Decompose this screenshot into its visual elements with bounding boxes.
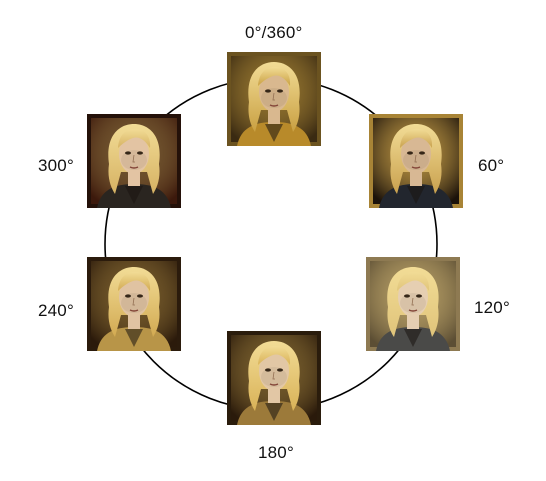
label-180-degrees: 180° (258, 443, 294, 462)
portrait-180-degrees (227, 331, 321, 425)
label-0-degrees: 0°/360° (245, 23, 303, 42)
portrait-120-degrees (366, 257, 460, 351)
label-120-degrees: 120° (474, 298, 510, 317)
portrait-60-degrees (369, 114, 463, 208)
label-60-degrees: 60° (478, 156, 505, 175)
portrait-240-degrees (87, 257, 181, 351)
portrait-300-degrees (87, 114, 181, 208)
portrait-0-degrees (227, 52, 321, 146)
label-300-degrees: 300° (38, 156, 74, 175)
label-240-degrees: 240° (38, 301, 74, 320)
